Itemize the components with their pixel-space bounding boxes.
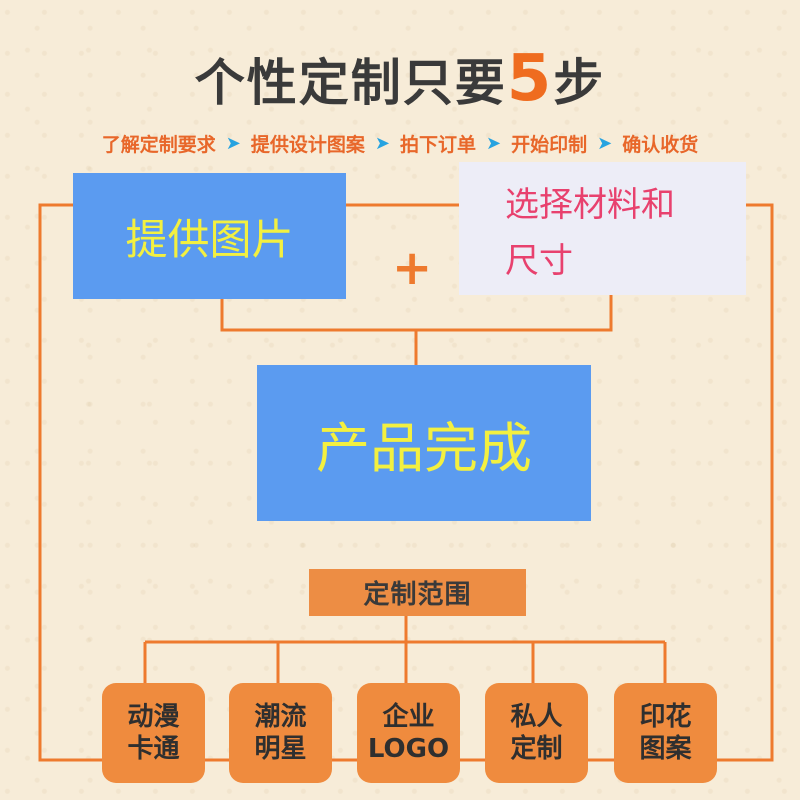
category-line: 印花 [639,702,692,732]
arrow-right-icon: ➤ [374,133,390,154]
category-celebrity: 潮流 明星 [229,683,332,783]
category-line: 动漫 [127,702,180,732]
custom-range-label: 定制范围 [363,580,472,610]
step-1: 了解定制要求 [101,134,216,156]
title-number: 5 [506,42,554,116]
step-5: 确认收货 [622,134,699,156]
category-line: 潮流 [254,702,307,732]
steps-row: 了解定制要求 ➤ 提供设计图案 ➤ 拍下订单 ➤ 开始印制 ➤ 确认收货 [0,130,800,157]
frame-right-line [717,203,774,762]
category-line: LOGO [367,734,450,764]
choose-material-line2: 尺寸 [505,241,573,281]
arrow-right-icon: ➤ [225,133,241,154]
step-2: 提供设计图案 [250,134,365,156]
title-suffix: 步 [553,54,606,112]
category-line: 私人 [510,702,563,732]
merge-line [220,295,613,332]
category-line: 企业 [382,702,435,732]
category-logo: 企业 LOGO [357,683,460,783]
page-title: 个性定制只要5步 [0,42,800,116]
category-line: 定制 [510,734,563,764]
choose-material-line1: 选择材料和 [505,185,675,225]
step-4: 开始印制 [511,134,588,156]
plus-icon: + [392,240,433,296]
provide-image-label: 提供图片 [125,214,294,264]
arrow-right-icon: ➤ [597,133,613,154]
category-line: 图案 [639,734,692,764]
provide-image-box: 提供图片 [73,173,346,299]
frame-left-line [38,203,102,762]
category-line: 卡通 [127,734,180,764]
category-private: 私人 定制 [485,683,588,783]
arrow-right-icon: ➤ [486,133,502,154]
custom-range-title: 定制范围 [309,569,526,616]
title-text: 个性定制只要 [194,54,507,112]
category-anime: 动漫 卡通 [102,683,205,783]
category-print: 印花 图案 [614,683,717,783]
choose-material-box: 选择材料和 尺寸 [459,162,746,295]
product-done-label: 产品完成 [316,416,532,480]
step-3: 拍下订单 [399,134,476,156]
product-done-box: 产品完成 [257,365,591,521]
category-line: 明星 [254,734,307,764]
